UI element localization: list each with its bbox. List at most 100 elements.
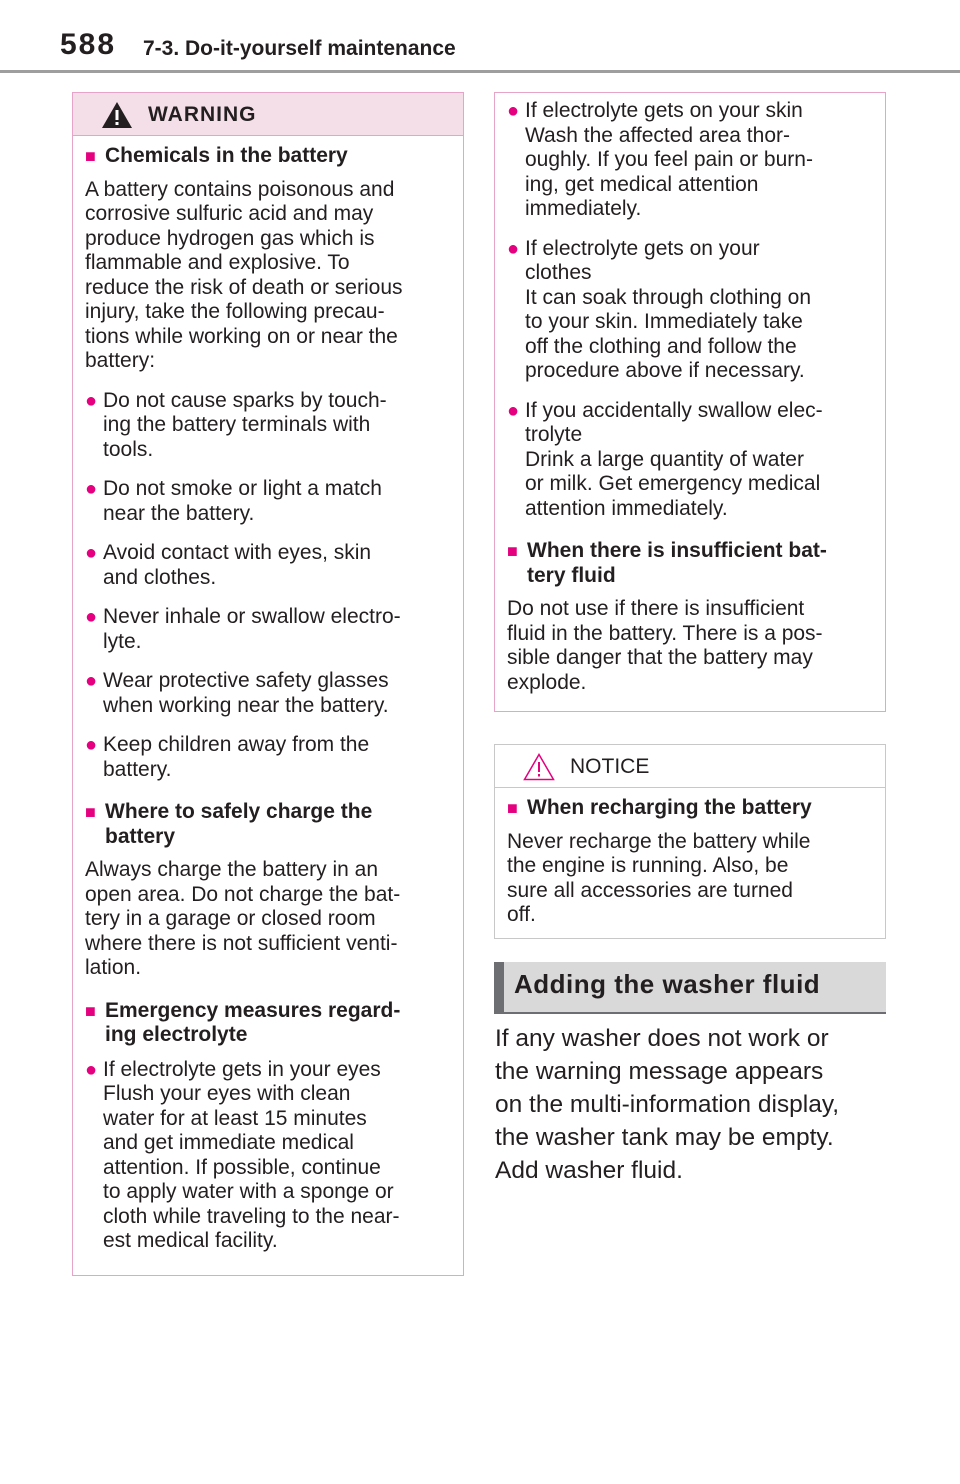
spacer <box>85 782 449 800</box>
notice-header: NOTICE <box>495 745 885 788</box>
notice-triangle-icon <box>523 753 555 781</box>
bullet-line: If electrolyte gets on your <box>525 236 760 260</box>
paragraph-line: Do not use if there is insufficient <box>507 597 805 620</box>
bullet-line: attention. If possible, continue <box>103 1155 381 1179</box>
paragraph-line: battery: <box>85 349 156 372</box>
bullet-line: Drink a large quantity of water <box>525 447 804 471</box>
bullet-line: procedure above if necessary. <box>525 359 805 382</box>
sub-heading-text: Chemicals in the battery <box>105 144 348 169</box>
banner-bar <box>494 962 504 1012</box>
banner-rule <box>494 1012 886 1014</box>
bullet-line: cloth while traveling to the near- <box>103 1204 400 1228</box>
sub-heading-line: When recharging the battery <box>527 796 812 819</box>
bullet-line: immediately. <box>525 197 642 220</box>
paragraph-line: sible danger that the battery may <box>507 646 813 669</box>
bullet-line: tools. <box>103 437 154 461</box>
bullet-text: Never inhale or swallow electro-lyte. <box>103 605 401 654</box>
bullet-item: ●Never inhale or swallow electro-lyte. <box>85 605 449 654</box>
sub-heading-line: tery fluid <box>527 563 616 587</box>
washer-body-text: If any washer does not work or the warnin… <box>495 1022 885 1187</box>
bullet-line: It can soak through clothing on <box>525 285 812 309</box>
round-bullet-icon: ● <box>507 100 520 122</box>
section-banner: Adding the washer fluid <box>494 962 886 1012</box>
bullet-line: near the battery. <box>103 501 255 525</box>
body-line: If any washer does not work or <box>495 1025 829 1052</box>
bullet-line: est medical facility. <box>103 1229 278 1252</box>
bullet-line: oughly. If you feel pain or burn- <box>525 148 813 171</box>
spacer <box>507 521 871 539</box>
bullet-line: ing the battery terminals with <box>103 413 371 436</box>
bullet-line: If electrolyte gets in your eyes <box>103 1057 381 1081</box>
bullet-line: when working near the battery. <box>103 693 389 717</box>
body-line: the washer tank may be empty. <box>495 1124 834 1151</box>
sub-heading-line: battery <box>105 824 176 848</box>
paragraph-line: tery in a garage or closed room <box>85 907 376 930</box>
paragraph-line: reduce the risk of death or serious <box>85 275 403 299</box>
paragraph-line: tions while working on or near the <box>85 324 398 348</box>
page-number: 588 <box>60 28 117 61</box>
paragraph-line: the engine is running. Also, be <box>507 854 789 877</box>
banner-title: Adding the washer fluid <box>514 969 821 999</box>
sub-heading: ■Chemicals in the battery <box>85 144 449 169</box>
sub-heading-line: When there is insufficient bat- <box>527 539 827 562</box>
round-bullet-icon: ● <box>85 478 98 500</box>
round-bullet-icon: ● <box>507 399 520 422</box>
sub-heading-text: Emergency measures regard-ing electrolyt… <box>105 999 400 1048</box>
square-bullet-icon: ■ <box>507 541 518 561</box>
spacer <box>85 981 449 999</box>
page-header: 588 7-3. Do-it-yourself maintenance <box>0 0 960 75</box>
bullet-item: ●Do not cause sparks by touch-ing the ba… <box>85 389 449 463</box>
bullet-line: or milk. Get emergency medical <box>525 472 821 495</box>
square-bullet-icon: ■ <box>85 802 96 822</box>
round-bullet-icon: ● <box>85 670 98 692</box>
paragraph-line: fluid in the battery. There is a pos- <box>507 621 823 645</box>
paragraph-line: explode. <box>507 670 587 694</box>
square-bullet-icon: ■ <box>507 798 518 818</box>
paragraph-line: flammable and explosive. To <box>85 251 350 274</box>
paragraph-line: sure all accessories are turned <box>507 878 793 902</box>
paragraph-line: corrosive sulfuric acid and may <box>85 202 374 225</box>
paragraph-line: A battery contains poisonous and <box>85 177 395 201</box>
bullet-line: Wear protective safety glasses <box>103 669 389 692</box>
bullet-line: lyte. <box>103 629 142 653</box>
section-title: 7-3. Do-it-yourself maintenance <box>143 37 456 60</box>
paragraph-line: open area. Do not charge the bat- <box>85 882 401 906</box>
paragraph-line: Never recharge the battery while <box>507 829 811 853</box>
square-bullet-icon: ■ <box>85 1000 96 1021</box>
sub-heading-text: When recharging the battery <box>527 796 812 821</box>
bullet-line: If you accidentally swallow elec- <box>525 398 823 422</box>
bullet-line: clothes <box>525 261 592 284</box>
bullet-line: If electrolyte gets on your skin <box>525 99 803 122</box>
paragraph-line: produce hydrogen gas which is <box>85 226 375 250</box>
sub-heading-line: ing electrolyte <box>105 1023 248 1046</box>
bullet-line: and get immediate medical <box>103 1131 354 1154</box>
bullet-line: Never inhale or swallow electro- <box>103 605 401 628</box>
round-bullet-icon: ● <box>85 734 98 756</box>
round-bullet-icon: ● <box>507 237 520 260</box>
bullet-text: If you accidentally swallow elec-trolyte… <box>525 399 823 522</box>
bullet-line: Wash the affected area thor- <box>525 123 790 147</box>
round-bullet-icon: ● <box>85 542 98 564</box>
paragraph-line: lation. <box>85 956 142 979</box>
sub-heading: ■ When there is insufficient bat-tery flu… <box>507 539 871 588</box>
body-line: the warning message appears <box>495 1058 824 1085</box>
warning-title: WARNING <box>148 103 257 126</box>
round-bullet-icon: ● <box>85 606 98 628</box>
sub-heading: ■ When recharging the battery <box>507 796 871 821</box>
